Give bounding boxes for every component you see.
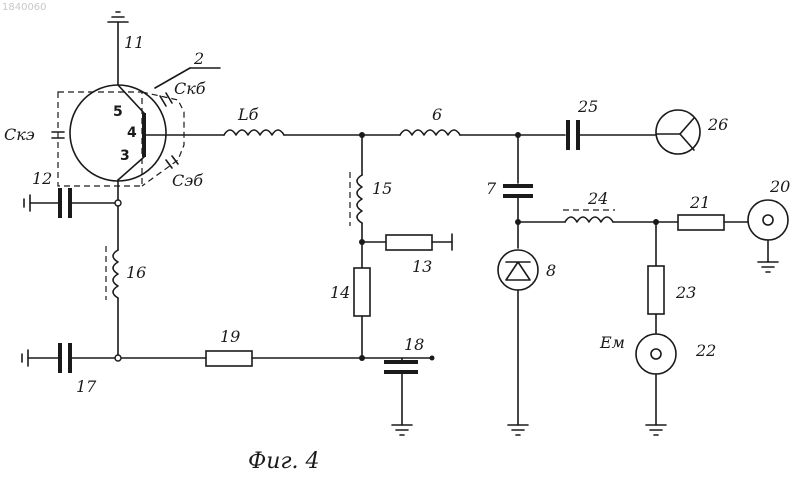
label-ckb: Cкб <box>174 79 206 98</box>
label-21: 21 <box>689 193 710 212</box>
pin-4: 4 <box>127 125 137 141</box>
resistor-21 <box>678 215 724 230</box>
resistor-13 <box>386 235 432 250</box>
source-22 <box>636 334 676 374</box>
label-13: 13 <box>412 257 432 276</box>
corner-code: 1840060 <box>2 2 47 13</box>
capacitor-ceb <box>166 156 178 168</box>
label-26: 26 <box>707 115 728 134</box>
label-12: 12 <box>32 169 52 188</box>
ground-20 <box>758 262 778 272</box>
antenna-26 <box>656 110 700 154</box>
ground-8 <box>508 425 528 435</box>
label-lb: Lб <box>237 105 259 124</box>
inductor-lb <box>224 130 284 135</box>
label-24: 24 <box>587 189 608 208</box>
figure-caption: Фиг. 4 <box>248 449 320 474</box>
label-7: 7 <box>486 179 497 198</box>
label-16: 16 <box>126 263 146 282</box>
resistor-23 <box>648 266 664 314</box>
inductor-24 <box>565 217 613 222</box>
ground-11 <box>108 12 128 22</box>
diode-8 <box>498 250 538 290</box>
label-8: 8 <box>546 261 556 280</box>
node-12 <box>115 200 121 206</box>
label-19: 19 <box>220 327 240 346</box>
label-2: 2 <box>193 49 204 68</box>
connector-20 <box>748 200 788 240</box>
resistor-19 <box>206 351 252 366</box>
pin-3: 3 <box>120 148 130 164</box>
label-22: 22 <box>695 341 716 360</box>
label-ceb: Cэб <box>172 171 203 190</box>
label-em: Eм <box>599 333 625 352</box>
label-cka: Cкэ <box>4 125 35 144</box>
label-18: 18 <box>404 335 424 354</box>
label-11: 11 <box>124 33 144 52</box>
label-6: 6 <box>432 105 442 124</box>
ground-18 <box>392 425 412 435</box>
node-17 <box>115 355 121 361</box>
inductor-16 <box>113 250 118 298</box>
inductor-6 <box>400 130 460 135</box>
label-17: 17 <box>76 377 97 396</box>
label-20: 20 <box>769 177 790 196</box>
resistor-14 <box>354 268 370 316</box>
inductor-15 <box>357 175 362 223</box>
tube-4: 5 4 3 <box>58 22 166 186</box>
pin-5: 5 <box>113 104 123 120</box>
label-23: 23 <box>675 283 696 302</box>
label-25: 25 <box>577 97 598 116</box>
label-14: 14 <box>330 283 350 302</box>
tube-envelope <box>70 85 166 181</box>
label-15: 15 <box>372 179 392 198</box>
capacitor-ckb <box>160 93 172 106</box>
ground-22 <box>646 425 666 435</box>
